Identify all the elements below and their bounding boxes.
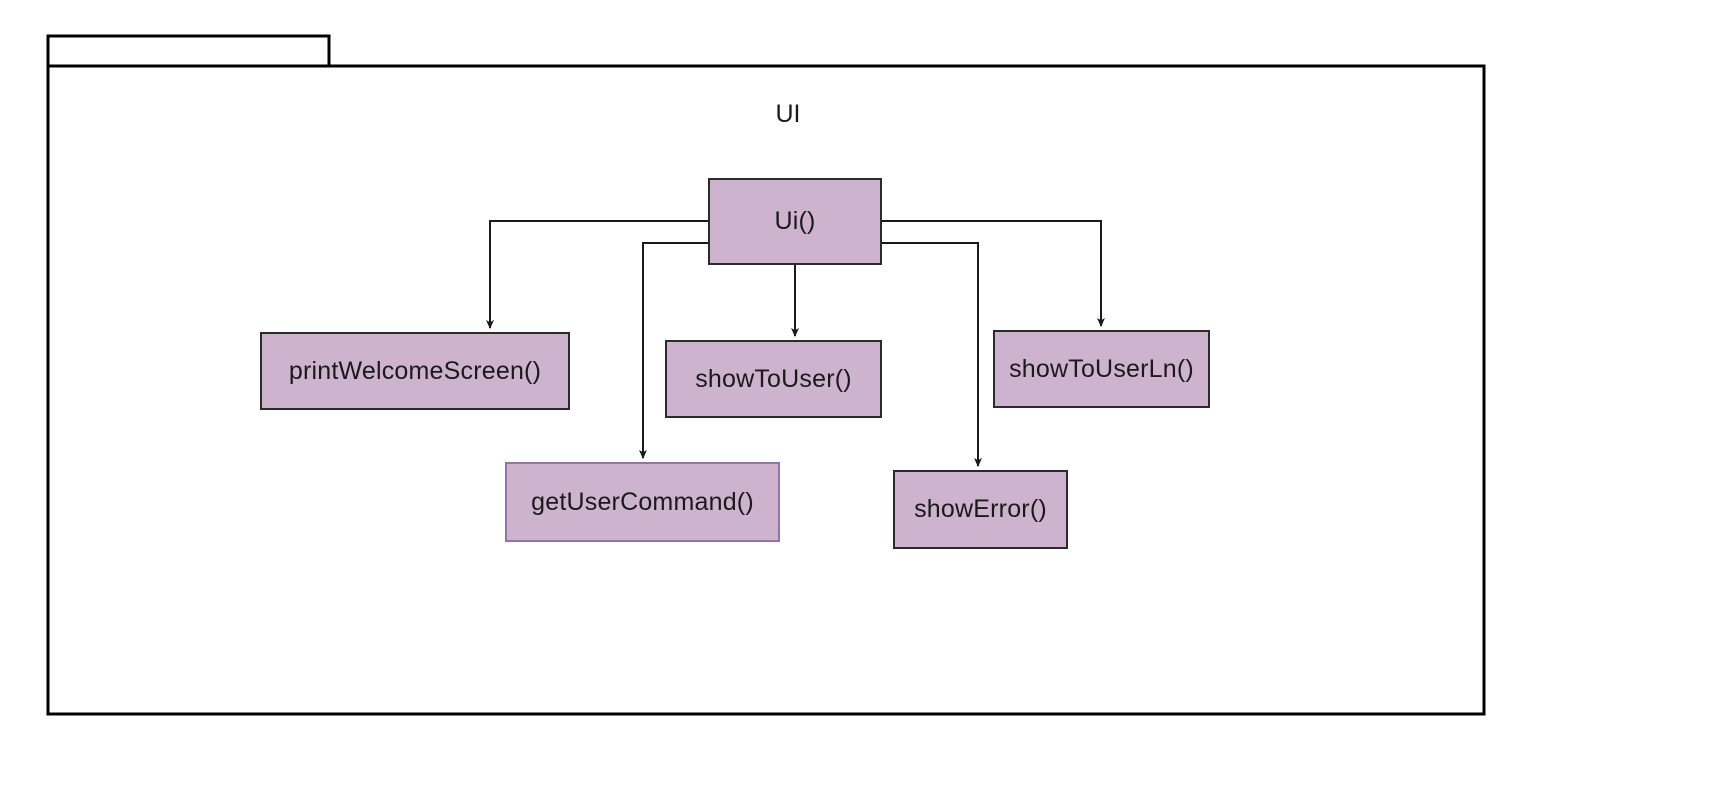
node-label: Ui() [774,207,816,235]
edge-to-get-user-command [639,242,708,459]
node-show-error[interactable]: showError() [893,470,1068,549]
node-get-user-command[interactable]: getUserCommand() [505,462,780,542]
edge-to-show-error [882,242,982,467]
node-label: showToUserLn() [1009,354,1194,383]
package-title: UI [775,100,801,128]
edge-to-print-welcome-screen [486,220,708,329]
edge-to-show-to-user-ln [882,220,1105,327]
node-ui-root[interactable]: Ui() [708,178,882,265]
node-label: getUserCommand() [531,487,754,516]
node-label: showToUser() [695,364,852,393]
node-label: printWelcomeScreen() [288,356,542,385]
node-show-to-user[interactable]: showToUser() [665,340,882,418]
node-print-welcome-screen[interactable]: printWelcomeScreen() [260,332,570,410]
node-label: showError() [914,495,1047,523]
package-tab-shape [46,34,331,68]
connector-group [486,220,1105,467]
node-show-to-user-ln[interactable]: showToUserLn() [993,330,1210,408]
